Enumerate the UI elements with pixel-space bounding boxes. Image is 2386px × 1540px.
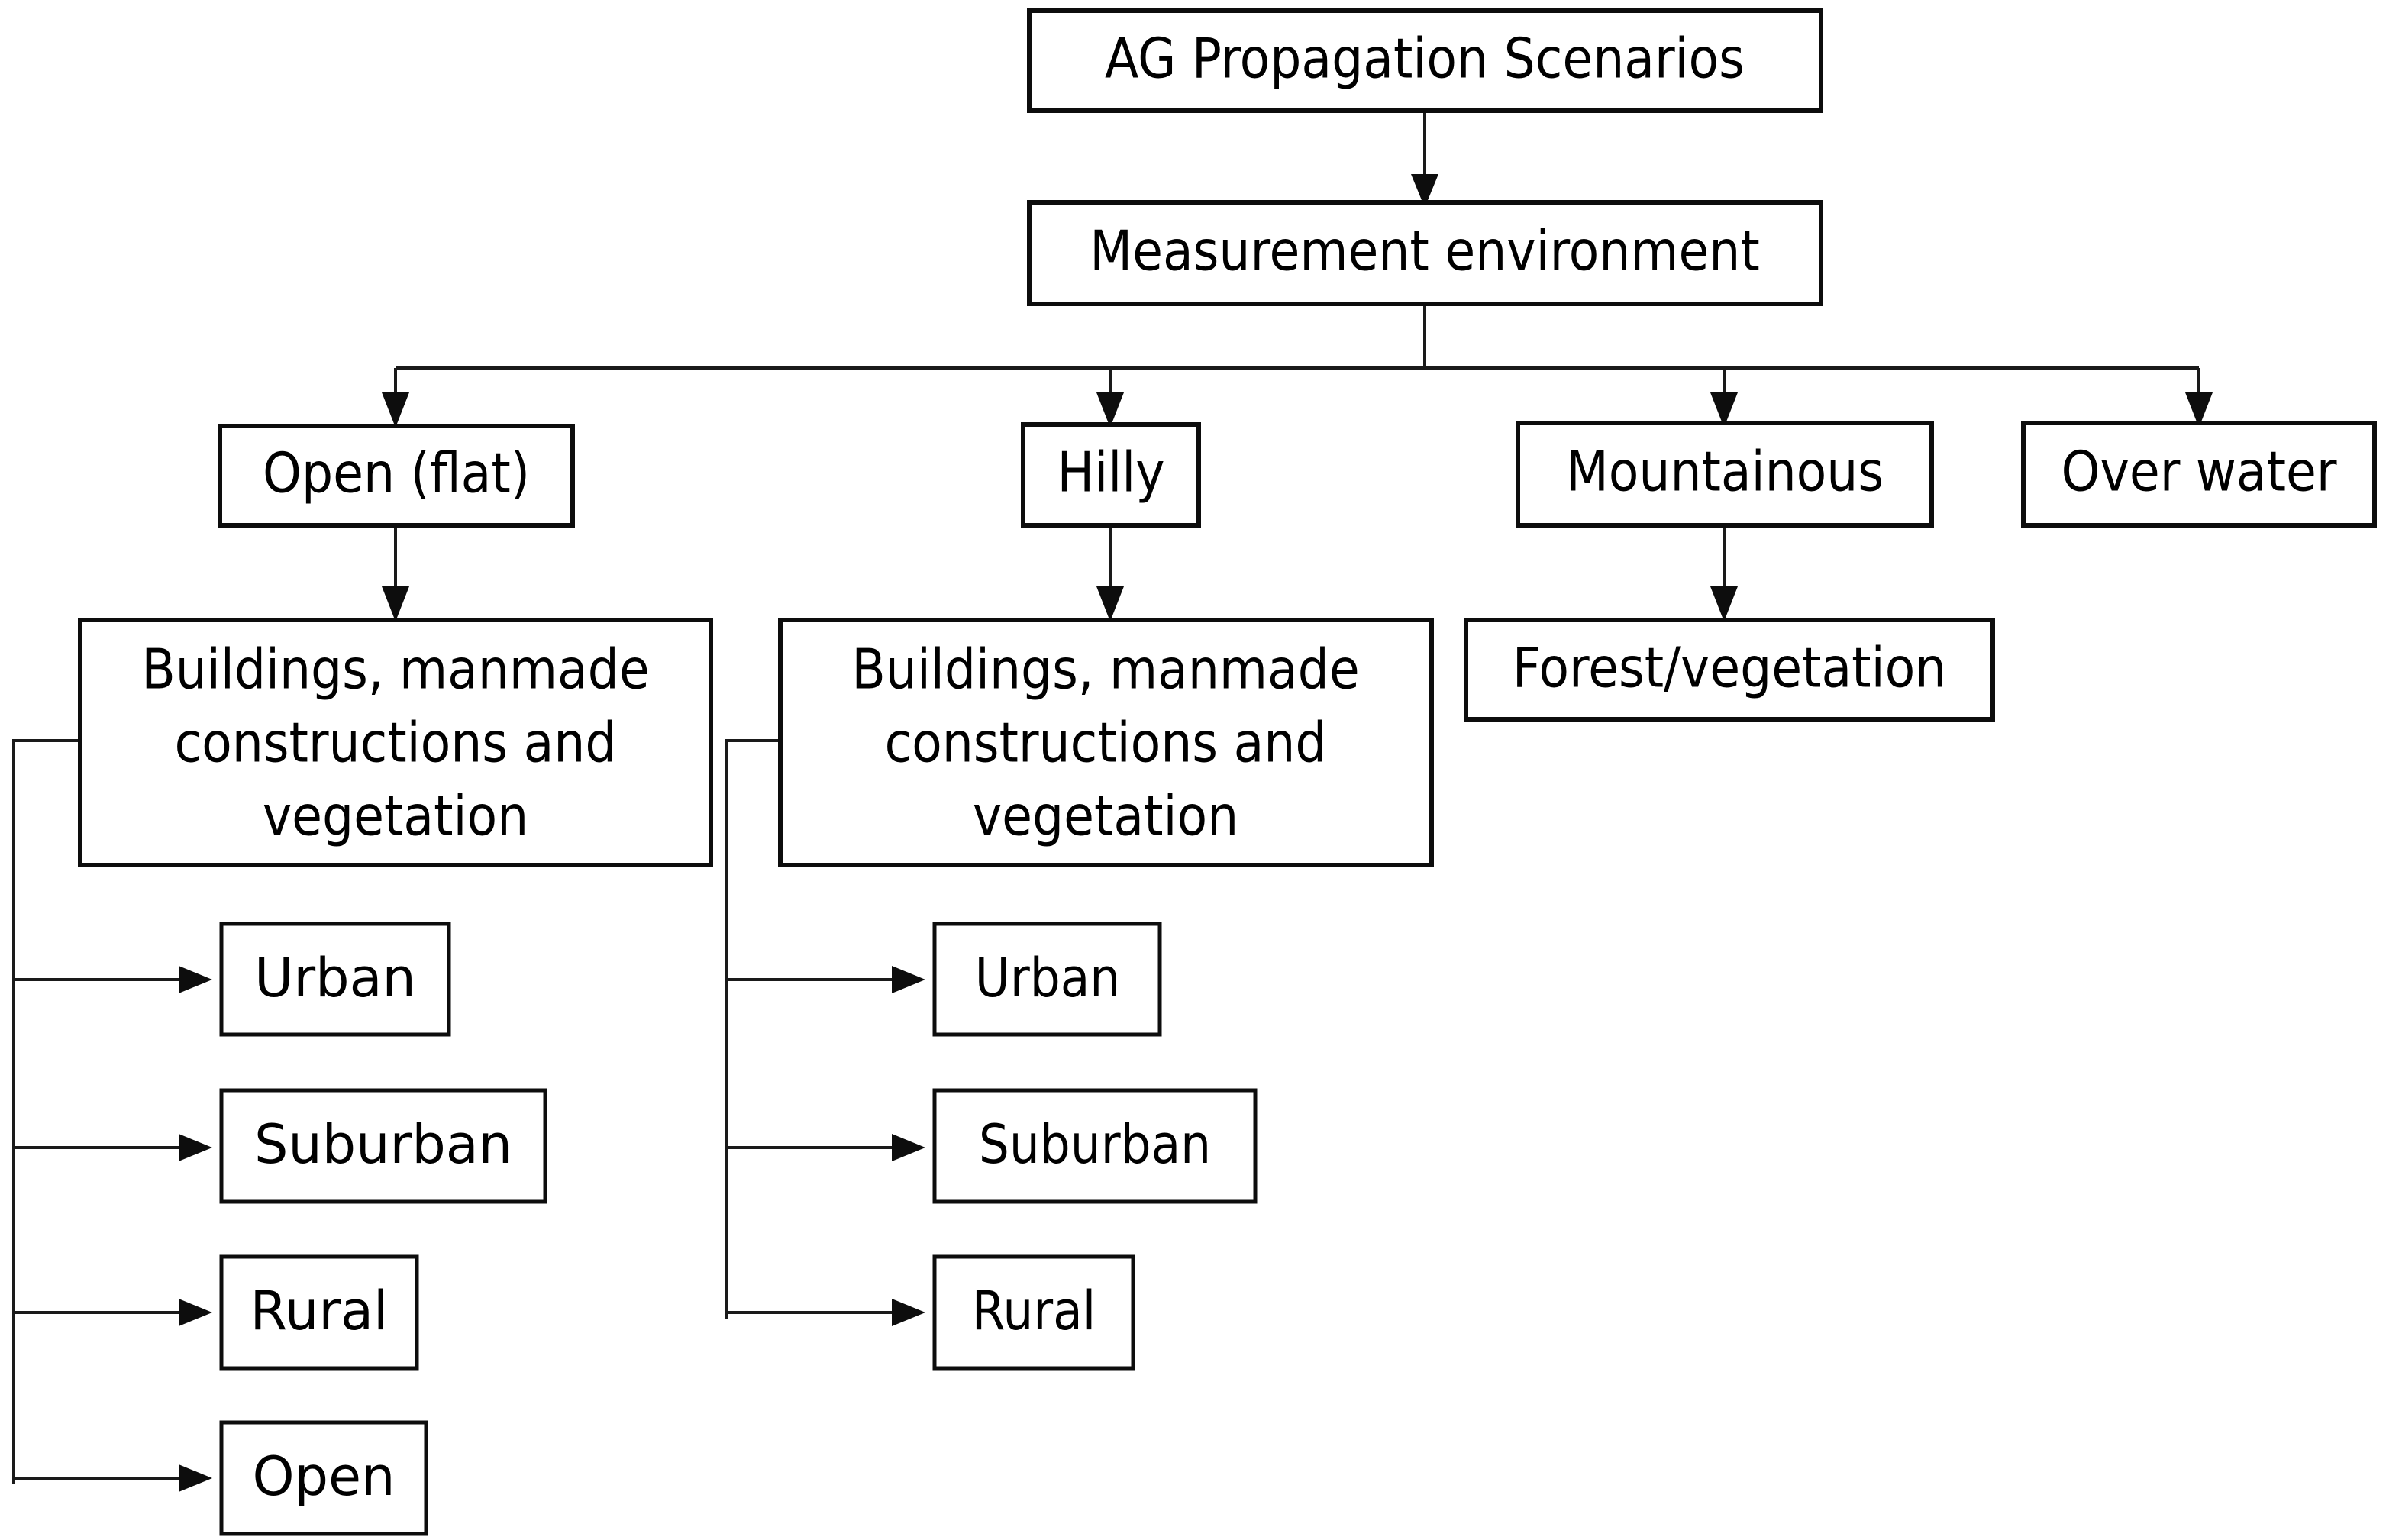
node-measurement-environment[interactable]: Measurement environment: [1027, 200, 1823, 306]
node-label-buildings-right-line3: vegetation: [973, 784, 1238, 848]
node-label-root: AG Propagation Scenarios: [1105, 27, 1745, 91]
node-box: [219, 1420, 428, 1536]
node-right-urban[interactable]: Urban: [932, 922, 1162, 1037]
node-box: [2021, 421, 2377, 528]
node-label-right-rural: Rural: [972, 1280, 1096, 1342]
node-label-left-urban: Urban: [254, 947, 416, 1009]
node-label-right-urban: Urban: [975, 947, 1120, 1009]
node-box: [932, 1254, 1135, 1371]
node-box: [1464, 618, 1995, 722]
node-box: [219, 1254, 419, 1371]
node-forest-vegetation[interactable]: Forest/vegetation: [1464, 618, 1995, 722]
node-label-measurement: Measurement environment: [1090, 219, 1760, 283]
edge-hilly-to-buildings-right: [1096, 525, 1124, 621]
node-box: [218, 424, 575, 528]
node-ag-propagation-scenarios[interactable]: AG Propagation Scenarios: [1027, 8, 1823, 113]
node-label-buildings-left-line2: constructions and: [175, 711, 617, 775]
edge-buildings-right-subtree: [725, 739, 925, 1326]
node-label-mountainous: Mountainous: [1566, 440, 1884, 504]
edge-bus-to-hilly: [1096, 368, 1124, 428]
node-box: [78, 618, 713, 867]
node-label-left-rural: Rural: [250, 1280, 389, 1342]
node-buildings-left[interactable]: Buildings, manmade constructions and veg…: [78, 618, 713, 867]
node-mountainous[interactable]: Mountainous: [1516, 421, 1934, 528]
node-label-buildings-left-line1: Buildings, manmade: [141, 638, 649, 702]
edge-open-flat-to-buildings-left: [382, 525, 409, 621]
node-label-over-water: Over water: [2062, 440, 2337, 504]
edge-mountainous-to-forest: [1710, 525, 1738, 621]
node-label-buildings-right-line2: constructions and: [885, 711, 1327, 775]
node-box: [932, 1088, 1258, 1204]
node-label-right-suburban: Suburban: [979, 1113, 1211, 1176]
node-label-buildings-right-line1: Buildings, manmade: [851, 638, 1359, 702]
edge-bus-to-over-water: [2185, 368, 2213, 428]
node-label-left-suburban: Suburban: [254, 1113, 512, 1176]
node-right-suburban[interactable]: Suburban: [932, 1088, 1258, 1204]
node-box: [219, 1088, 547, 1204]
node-label-open-flat: Open (flat): [263, 441, 530, 505]
edge-bus-to-open-flat: [382, 368, 409, 428]
edge-buildings-left-subtree: [12, 739, 212, 1492]
node-label-buildings-left-line3: vegetation: [263, 784, 528, 848]
node-box: [1027, 8, 1823, 113]
node-right-rural[interactable]: Rural: [932, 1254, 1135, 1371]
node-buildings-right[interactable]: Buildings, manmade constructions and veg…: [778, 618, 1434, 867]
node-box: [1027, 200, 1823, 306]
node-box: [1516, 421, 1934, 528]
edge-root-to-measurement: [1411, 111, 1438, 208]
node-left-rural[interactable]: Rural: [219, 1254, 419, 1371]
node-open-flat[interactable]: Open (flat): [218, 424, 575, 528]
node-left-open[interactable]: Open: [219, 1420, 428, 1536]
node-label-left-open: Open: [253, 1445, 396, 1508]
node-box: [1021, 422, 1201, 528]
node-box: [219, 922, 451, 1037]
node-box: [932, 922, 1162, 1037]
node-box: [778, 618, 1434, 867]
node-over-water[interactable]: Over water: [2021, 421, 2377, 528]
node-left-suburban[interactable]: Suburban: [219, 1088, 547, 1204]
node-left-urban[interactable]: Urban: [219, 922, 451, 1037]
node-label-forest: Forest/vegetation: [1513, 636, 1947, 700]
edge-bus-to-mountainous: [1710, 368, 1738, 428]
node-hilly[interactable]: Hilly: [1021, 422, 1201, 528]
node-label-hilly: Hilly: [1057, 441, 1164, 505]
